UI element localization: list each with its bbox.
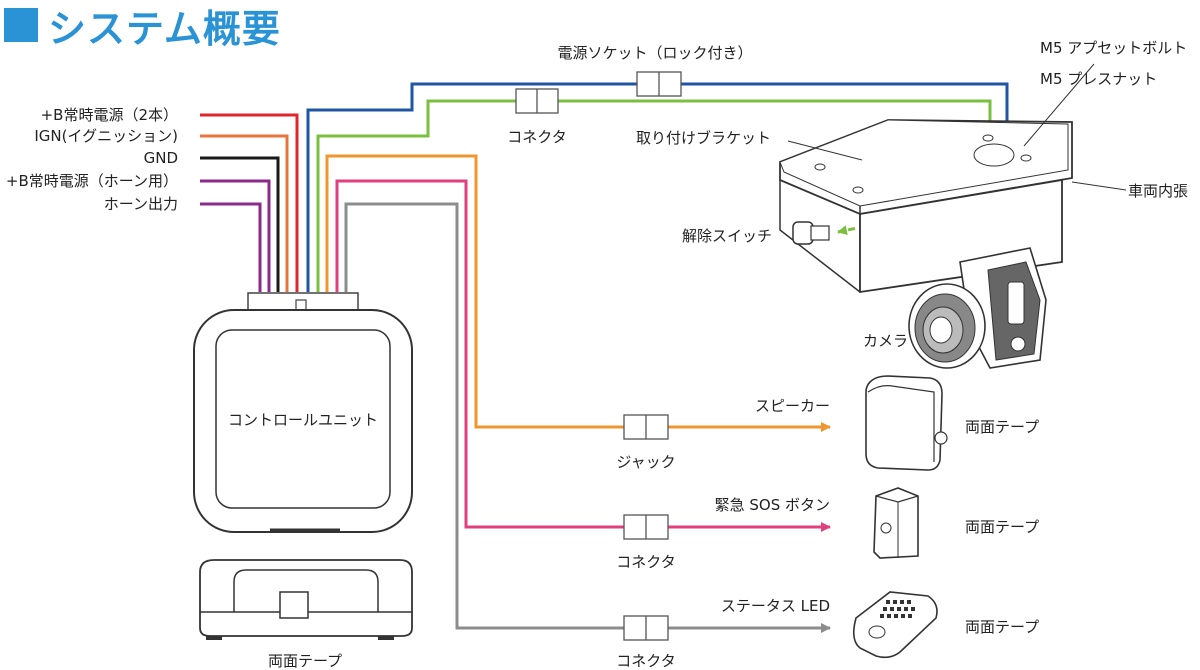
camera-icon (908, 247, 1047, 369)
wire-label-ign: IGN(イグニッション) (34, 127, 178, 145)
wire-horn-power (200, 179, 271, 292)
page-title: システム概要 (4, 2, 281, 51)
power-socket-connector (636, 71, 682, 97)
led-label: ステータス LED (721, 597, 830, 615)
connectors (515, 71, 682, 641)
power-harness (200, 113, 299, 292)
ceiling-label: 車両内張 (1128, 182, 1188, 200)
wire-gray-led (344, 202, 831, 633)
jack-connector (623, 414, 669, 440)
wire-horn-out (200, 202, 262, 292)
tape-speaker-label: 両面テープ (965, 418, 1039, 436)
led-connector (623, 615, 669, 641)
bolt-leader (1023, 63, 1095, 147)
tape-led-label: 両面テープ (965, 618, 1039, 636)
wire-orange-speaker (325, 154, 831, 432)
speaker-label: スピーカー (755, 397, 830, 415)
wire-gnd (200, 156, 280, 292)
bracket-leader (787, 140, 863, 161)
wire-label-horn-out: ホーン出力 (104, 195, 178, 213)
bracket-label: 取り付けブラケット (636, 129, 771, 147)
connector-top-label: コネクタ (507, 128, 566, 146)
wire-label-red: +B常時電源（2本） (41, 106, 178, 124)
wire-green-switch (316, 99, 992, 292)
control-unit: コントロールユニット (193, 292, 413, 533)
control-unit-label: コントロールユニット (228, 411, 378, 429)
wire-pink-sos (335, 179, 831, 532)
release-switch-icon (792, 221, 830, 245)
sos-button-icon: 両面テープ (873, 487, 1039, 559)
sos-label: 緊急 SOS ボタン (715, 496, 830, 514)
power-socket-label: 電源ソケット（ロック付き） (557, 44, 752, 62)
release-switch-label: 解除スイッチ (682, 227, 772, 245)
wire-label-gnd: GND (144, 149, 178, 167)
title-square-icon (4, 8, 38, 42)
wire-labels: +B常時電源（2本） IGN(イグニッション) GND +B常時電源（ホーン用）… (6, 106, 178, 213)
wire-ign (200, 134, 289, 292)
wire-label-horn-power: +B常時電源（ホーン用） (6, 172, 178, 190)
tape-sos-label: 両面テープ (965, 518, 1039, 536)
connector-led-label: コネクタ (616, 652, 675, 670)
speaker-icon: 両面テープ (865, 375, 1039, 471)
jack-label: ジャック (616, 453, 675, 471)
wire-blue-power (306, 82, 1009, 292)
camera-label: カメラ (863, 332, 908, 350)
camera-bracket (779, 119, 1073, 369)
bolt-label: M5 アプセットボルト (1040, 39, 1187, 57)
top-connector (515, 88, 559, 114)
connector-sos-label: コネクタ (616, 553, 675, 571)
unit-base: 両面テープ (199, 559, 413, 670)
sos-connector (623, 514, 669, 540)
ceiling-leader (1071, 181, 1127, 191)
wire-red (200, 113, 299, 292)
nut-label: M5 プレスナット (1040, 70, 1157, 88)
title-text: システム概要 (48, 6, 281, 51)
status-led-icon: 両面テープ (852, 591, 1039, 659)
tape-unit-label: 両面テープ (268, 652, 342, 670)
